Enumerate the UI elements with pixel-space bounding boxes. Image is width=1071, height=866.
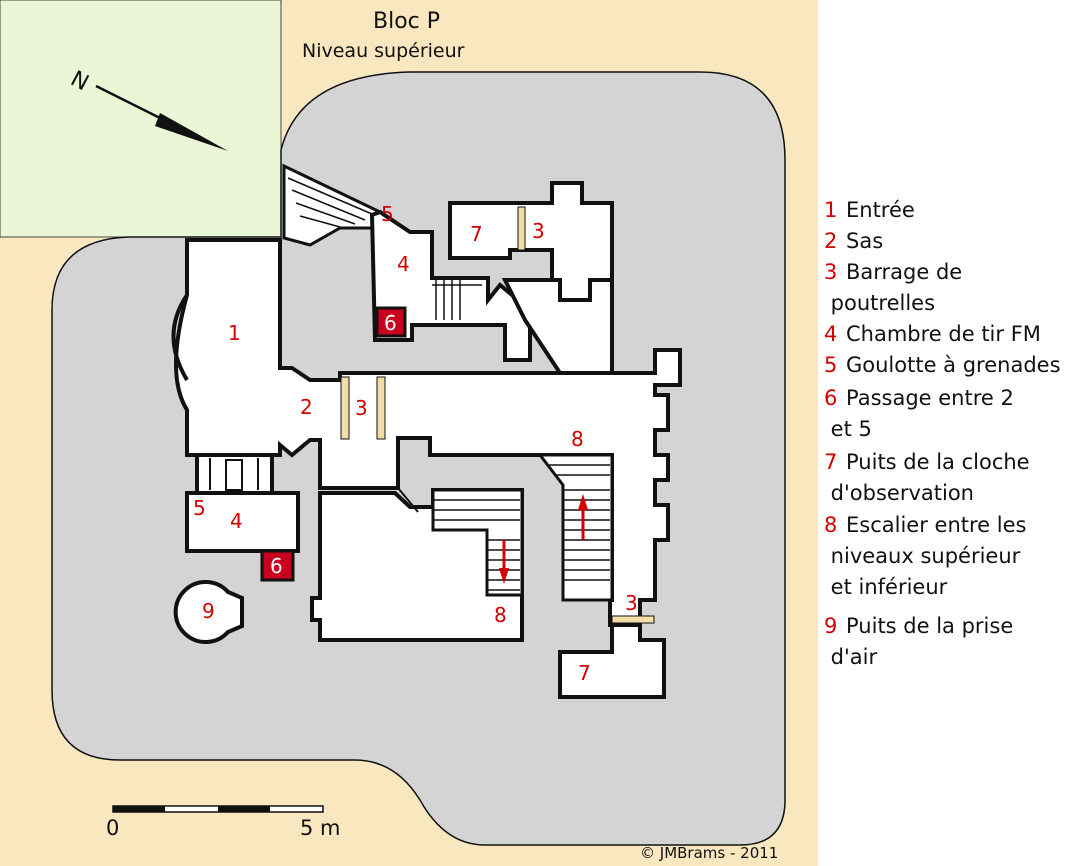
room-label: 8	[494, 603, 507, 627]
copyright-text: © JMBrams - 2011	[640, 844, 778, 862]
legend-number: 1	[824, 198, 838, 222]
room-label: 4	[230, 509, 243, 533]
room-label: 3	[355, 396, 368, 420]
legend-number: 5	[824, 353, 838, 377]
legend-item: 1 Entrée	[824, 195, 915, 226]
legend-item: 2 Sas	[824, 226, 883, 257]
stair-treads-upper	[548, 464, 610, 581]
room-label: 7	[578, 661, 591, 685]
entrance-apse	[171, 293, 189, 382]
room-label: 6	[270, 554, 283, 578]
legend-text: Escalier entre les niveaux supérieur et …	[830, 513, 1027, 599]
room-label: 7	[470, 222, 483, 246]
stair-arrow-head	[499, 568, 509, 584]
legend-number: 2	[824, 229, 838, 253]
room-label: 1	[228, 321, 241, 345]
chute-step	[295, 202, 356, 225]
observation-well-lower	[558, 623, 666, 699]
legend-number: 7	[824, 450, 838, 474]
legend-text: Chambre de tir FM	[846, 322, 1041, 346]
barrier-beam	[376, 376, 386, 440]
chute-step	[299, 215, 341, 228]
room-label: 2	[300, 395, 313, 419]
legend-text: Barrage de poutrelles	[830, 260, 963, 315]
observation-well-upper	[448, 181, 614, 302]
legend-item: 4 Chambre de tir FM	[824, 319, 1041, 350]
firing-chamber-lower	[185, 491, 300, 553]
air-intake-well	[173, 580, 244, 644]
stair-arrow-head	[578, 494, 588, 510]
passage-box-upper	[375, 306, 407, 338]
scale-bar: 0 5 m	[106, 805, 341, 840]
room-label: 6	[384, 311, 397, 335]
plan-subtitle: Niveau supérieur	[302, 40, 465, 62]
room-label: 5	[381, 202, 394, 226]
legend-number: 4	[824, 322, 838, 346]
legend-number: 6	[824, 386, 838, 410]
legend-text: Goulotte à grenades	[846, 353, 1061, 377]
barrier-beam	[340, 376, 350, 440]
room-label: 3	[532, 219, 545, 243]
barrier-beam	[611, 615, 655, 624]
chute-step	[291, 189, 366, 221]
door-line	[397, 487, 419, 513]
scale-end-label: 5 m	[300, 816, 341, 840]
legend-text: Puits de la cloche d'observation	[830, 450, 1030, 505]
legend-text: Passage entre 2 et 5	[830, 386, 1014, 441]
barrier-beam	[517, 206, 526, 251]
room-label: 8	[571, 427, 584, 451]
passage-box-lower	[260, 549, 295, 582]
legend-number: 9	[824, 614, 838, 638]
room-label: 5	[193, 496, 206, 520]
legend-text: Entrée	[846, 198, 915, 222]
chute-step	[287, 177, 373, 215]
step-block	[225, 459, 243, 491]
legend-number: 3	[824, 260, 838, 284]
room-label: 9	[202, 599, 215, 623]
legend-text: Sas	[846, 229, 884, 253]
room-label: 4	[397, 252, 410, 276]
plan-title: Bloc P	[373, 9, 440, 34]
legend-text: Puits de la prise d'air	[830, 614, 1014, 669]
legend-item: 5 Goulotte à grenades	[824, 350, 1061, 381]
legend-number: 8	[824, 513, 838, 537]
terrain-area	[0, 0, 282, 238]
legend-background	[818, 0, 1071, 866]
staircase-upper	[536, 453, 614, 602]
scale-start-label: 0	[106, 816, 119, 840]
room-label: 3	[625, 591, 638, 615]
